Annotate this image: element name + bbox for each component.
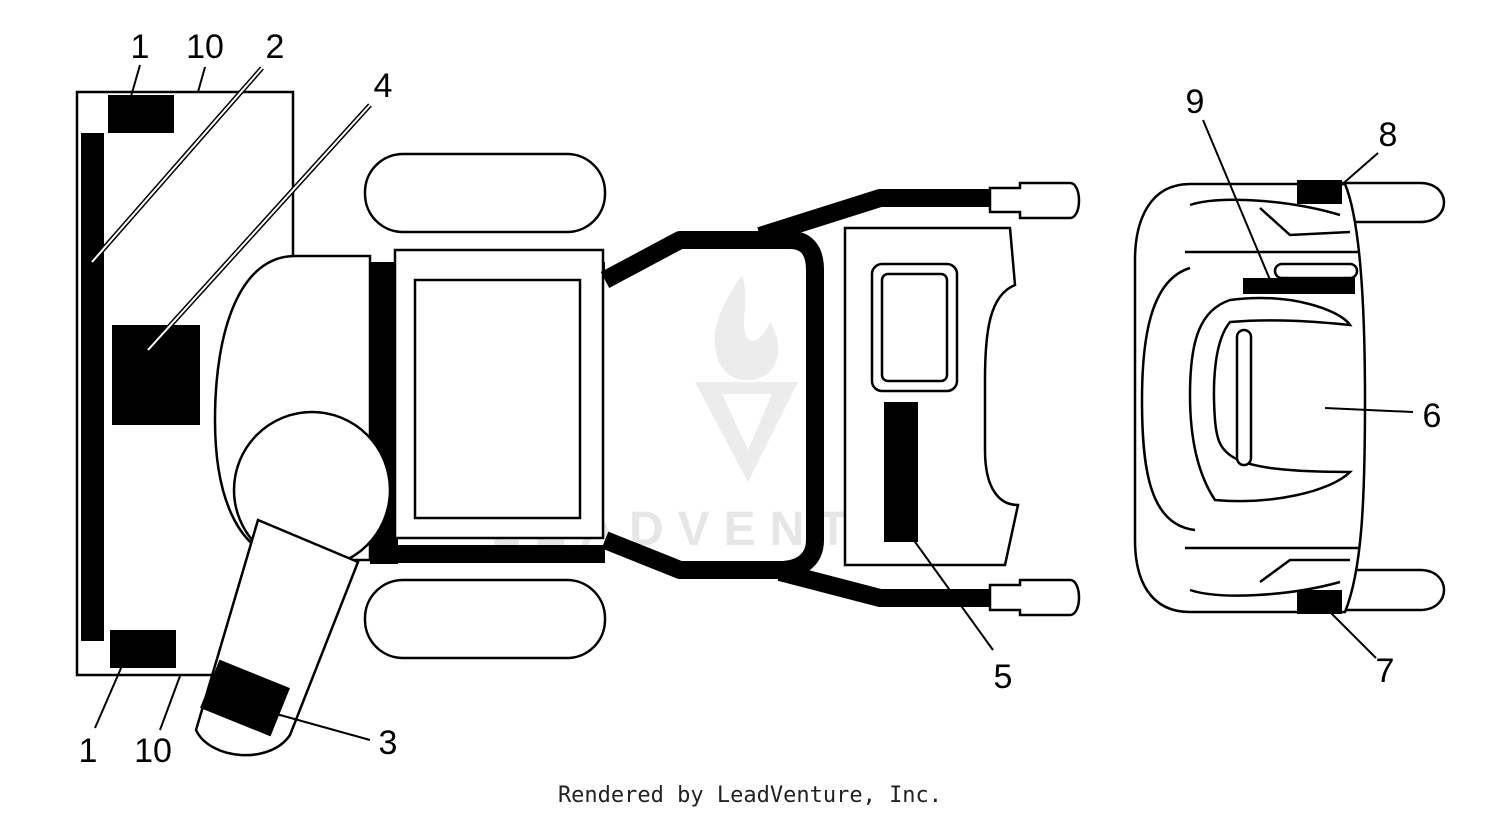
rear-top-cap — [1189, 198, 1351, 237]
decal-2 — [81, 133, 104, 641]
render-credit: Rendered by LeadVenture, Inc. — [557, 783, 943, 808]
frame-bottom-bar — [370, 545, 605, 563]
console-panel-inner — [880, 272, 949, 383]
decal-7 — [1297, 590, 1342, 614]
grip-top — [988, 181, 1081, 220]
decal-8 — [1297, 180, 1342, 204]
mower-top-view — [75, 90, 1081, 757]
decal-9 — [1243, 278, 1355, 294]
callouts: 1 10 2 4 1 10 3 5 9 8 6 7 — [79, 28, 1442, 770]
callout-9: 9 — [1186, 83, 1205, 121]
callout-10-bottom: 10 — [134, 732, 172, 770]
leader-8 — [1329, 152, 1379, 196]
decal-1-bottom — [110, 630, 176, 668]
watermark-flame-icon — [714, 275, 779, 381]
leader-10-bottom — [159, 675, 181, 731]
decal-location-diagram: LEADVENTURE — [75, 28, 1446, 770]
callout-5: 5 — [994, 658, 1013, 696]
wheel-bottom — [363, 578, 607, 660]
callout-1-top: 1 — [131, 28, 150, 66]
handle-upper-arm — [757, 189, 995, 245]
center-frame-inner — [413, 278, 582, 520]
rear-view — [1133, 180, 1446, 614]
rear-body-inner — [1185, 250, 1360, 550]
rear-bottom-cap — [1189, 558, 1350, 597]
rear-left-rib — [1140, 266, 1196, 532]
rear-slot — [1235, 328, 1253, 467]
callout-4: 4 — [374, 67, 393, 105]
leader-3 — [261, 709, 371, 741]
leader-7 — [1321, 603, 1377, 659]
leader-4-inner — [147, 104, 371, 351]
callout-6: 6 — [1423, 397, 1442, 435]
leader-5 — [904, 527, 994, 651]
wheel-top — [363, 152, 607, 234]
callout-2: 2 — [266, 28, 285, 66]
leader-9 — [1202, 119, 1274, 288]
callout-8: 8 — [1379, 116, 1398, 154]
rear-top-slot — [1273, 262, 1359, 280]
leader-10-top — [197, 66, 206, 93]
decal-3 — [200, 659, 290, 737]
callout-7: 7 — [1376, 652, 1395, 690]
decal-1-top — [108, 95, 174, 133]
leader-2-inner — [91, 67, 263, 263]
leader-1-bottom — [94, 651, 129, 729]
decal-5 — [884, 402, 918, 542]
leader-1-top — [129, 64, 141, 101]
callout-3: 3 — [379, 724, 398, 762]
grip-bottom — [988, 578, 1081, 617]
leader-6 — [1324, 407, 1414, 413]
callout-1-bottom: 1 — [79, 732, 98, 770]
callout-10-top: 10 — [186, 28, 224, 66]
handle-lower-arm — [777, 563, 995, 607]
leader-lines — [90, 64, 1414, 741]
watermark-v-icon — [695, 382, 798, 482]
